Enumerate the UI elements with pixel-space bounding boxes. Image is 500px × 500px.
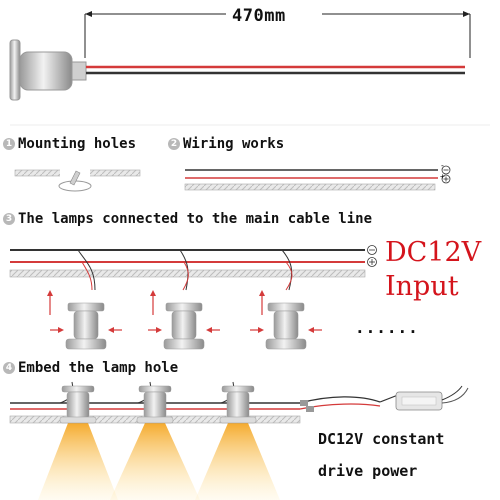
- step-4-badge: 4: [3, 362, 15, 374]
- led-driver: [395, 385, 469, 411]
- wiring-works-diagram: [184, 165, 451, 191]
- step-4-label: Embed the lamp hole: [18, 360, 179, 376]
- step-2-label: Wiring works: [183, 136, 285, 152]
- power-line-1: DC12V constant: [318, 430, 445, 448]
- lamp-with-cable: [9, 39, 465, 101]
- embedded-lamps-diagram: [9, 381, 469, 500]
- driver-connection: [299, 394, 399, 412]
- lamp-3: [250, 249, 322, 350]
- embedded-lamp-1: [59, 381, 97, 424]
- dimension-line: [84, 11, 471, 58]
- step-1-label: Mounting holes: [18, 136, 137, 152]
- power-line-2: drive power: [318, 462, 418, 480]
- step-2-heading: 2 Wiring works: [168, 136, 284, 152]
- step-1-badge: 1: [3, 138, 15, 150]
- embedded-lamp-2: [136, 381, 174, 424]
- step-4-heading: 4 Embed the lamp hole: [3, 360, 178, 376]
- lamp-2: [148, 249, 220, 350]
- dc-input-line-1: DC12V: [385, 237, 482, 268]
- dimension-label: 470mm: [232, 6, 286, 26]
- embedded-lamp-3: [219, 381, 257, 424]
- step-3-heading: 3 The lamps connected to the main cable …: [3, 211, 372, 227]
- step-1-heading: 1 Mounting holes: [3, 136, 136, 152]
- step-2-badge: 2: [168, 138, 180, 150]
- step-3-label: The lamps connected to the main cable li…: [18, 211, 373, 227]
- step-3-badge: 3: [3, 213, 15, 225]
- wiring-negative-mark: -: [440, 161, 445, 170]
- wiring-positive-mark: +: [440, 172, 445, 181]
- lamp-1: [47, 249, 122, 350]
- dc-input-line-2: Input: [385, 271, 459, 302]
- more-lamps-ellipsis: ......: [355, 318, 419, 337]
- main-cable-diagram: [9, 245, 377, 350]
- mounting-holes-diagram: [14, 169, 141, 192]
